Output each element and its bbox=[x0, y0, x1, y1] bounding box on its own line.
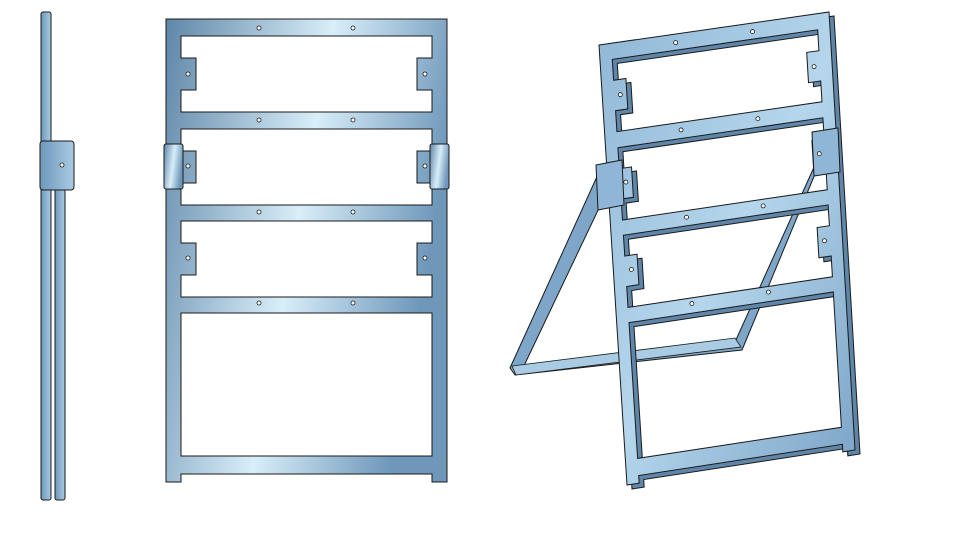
hole bbox=[623, 179, 629, 185]
hole bbox=[750, 29, 755, 34]
side-frame-bar bbox=[40, 11, 52, 501]
hole bbox=[350, 25, 356, 31]
iso-frame bbox=[598, 11, 856, 486]
hole bbox=[766, 289, 771, 295]
hole bbox=[185, 255, 191, 261]
hole bbox=[185, 163, 191, 169]
hole bbox=[760, 203, 766, 209]
hole bbox=[617, 92, 623, 98]
iso-left-hinge-bracket bbox=[595, 159, 625, 211]
hole bbox=[811, 64, 817, 70]
hole bbox=[350, 209, 356, 215]
stand-legs bbox=[509, 149, 826, 376]
side-stand-leg bbox=[54, 184, 66, 501]
hole bbox=[256, 25, 262, 31]
hole bbox=[350, 117, 356, 123]
hole bbox=[256, 209, 262, 215]
hole bbox=[185, 71, 191, 77]
side-hinge-bracket bbox=[39, 140, 75, 191]
hole bbox=[422, 255, 428, 261]
hole bbox=[422, 71, 428, 77]
hole bbox=[256, 300, 262, 306]
hole bbox=[628, 267, 634, 272]
hole bbox=[673, 40, 679, 46]
hole bbox=[684, 214, 689, 220]
hole bbox=[755, 116, 761, 122]
iso-right-hinge-bracket bbox=[811, 127, 841, 177]
hole bbox=[350, 300, 356, 306]
side-view bbox=[39, 11, 75, 501]
hole bbox=[422, 163, 428, 169]
hole bbox=[678, 127, 684, 133]
hole bbox=[822, 238, 827, 244]
isometric-view bbox=[509, 11, 861, 490]
hole bbox=[59, 162, 65, 168]
front-frame bbox=[165, 18, 448, 483]
front-view bbox=[163, 18, 450, 483]
hole bbox=[256, 117, 262, 123]
left-hinge-bracket bbox=[163, 143, 184, 190]
hole bbox=[816, 151, 822, 157]
hole bbox=[689, 301, 695, 306]
right-hinge-bracket bbox=[429, 143, 450, 190]
